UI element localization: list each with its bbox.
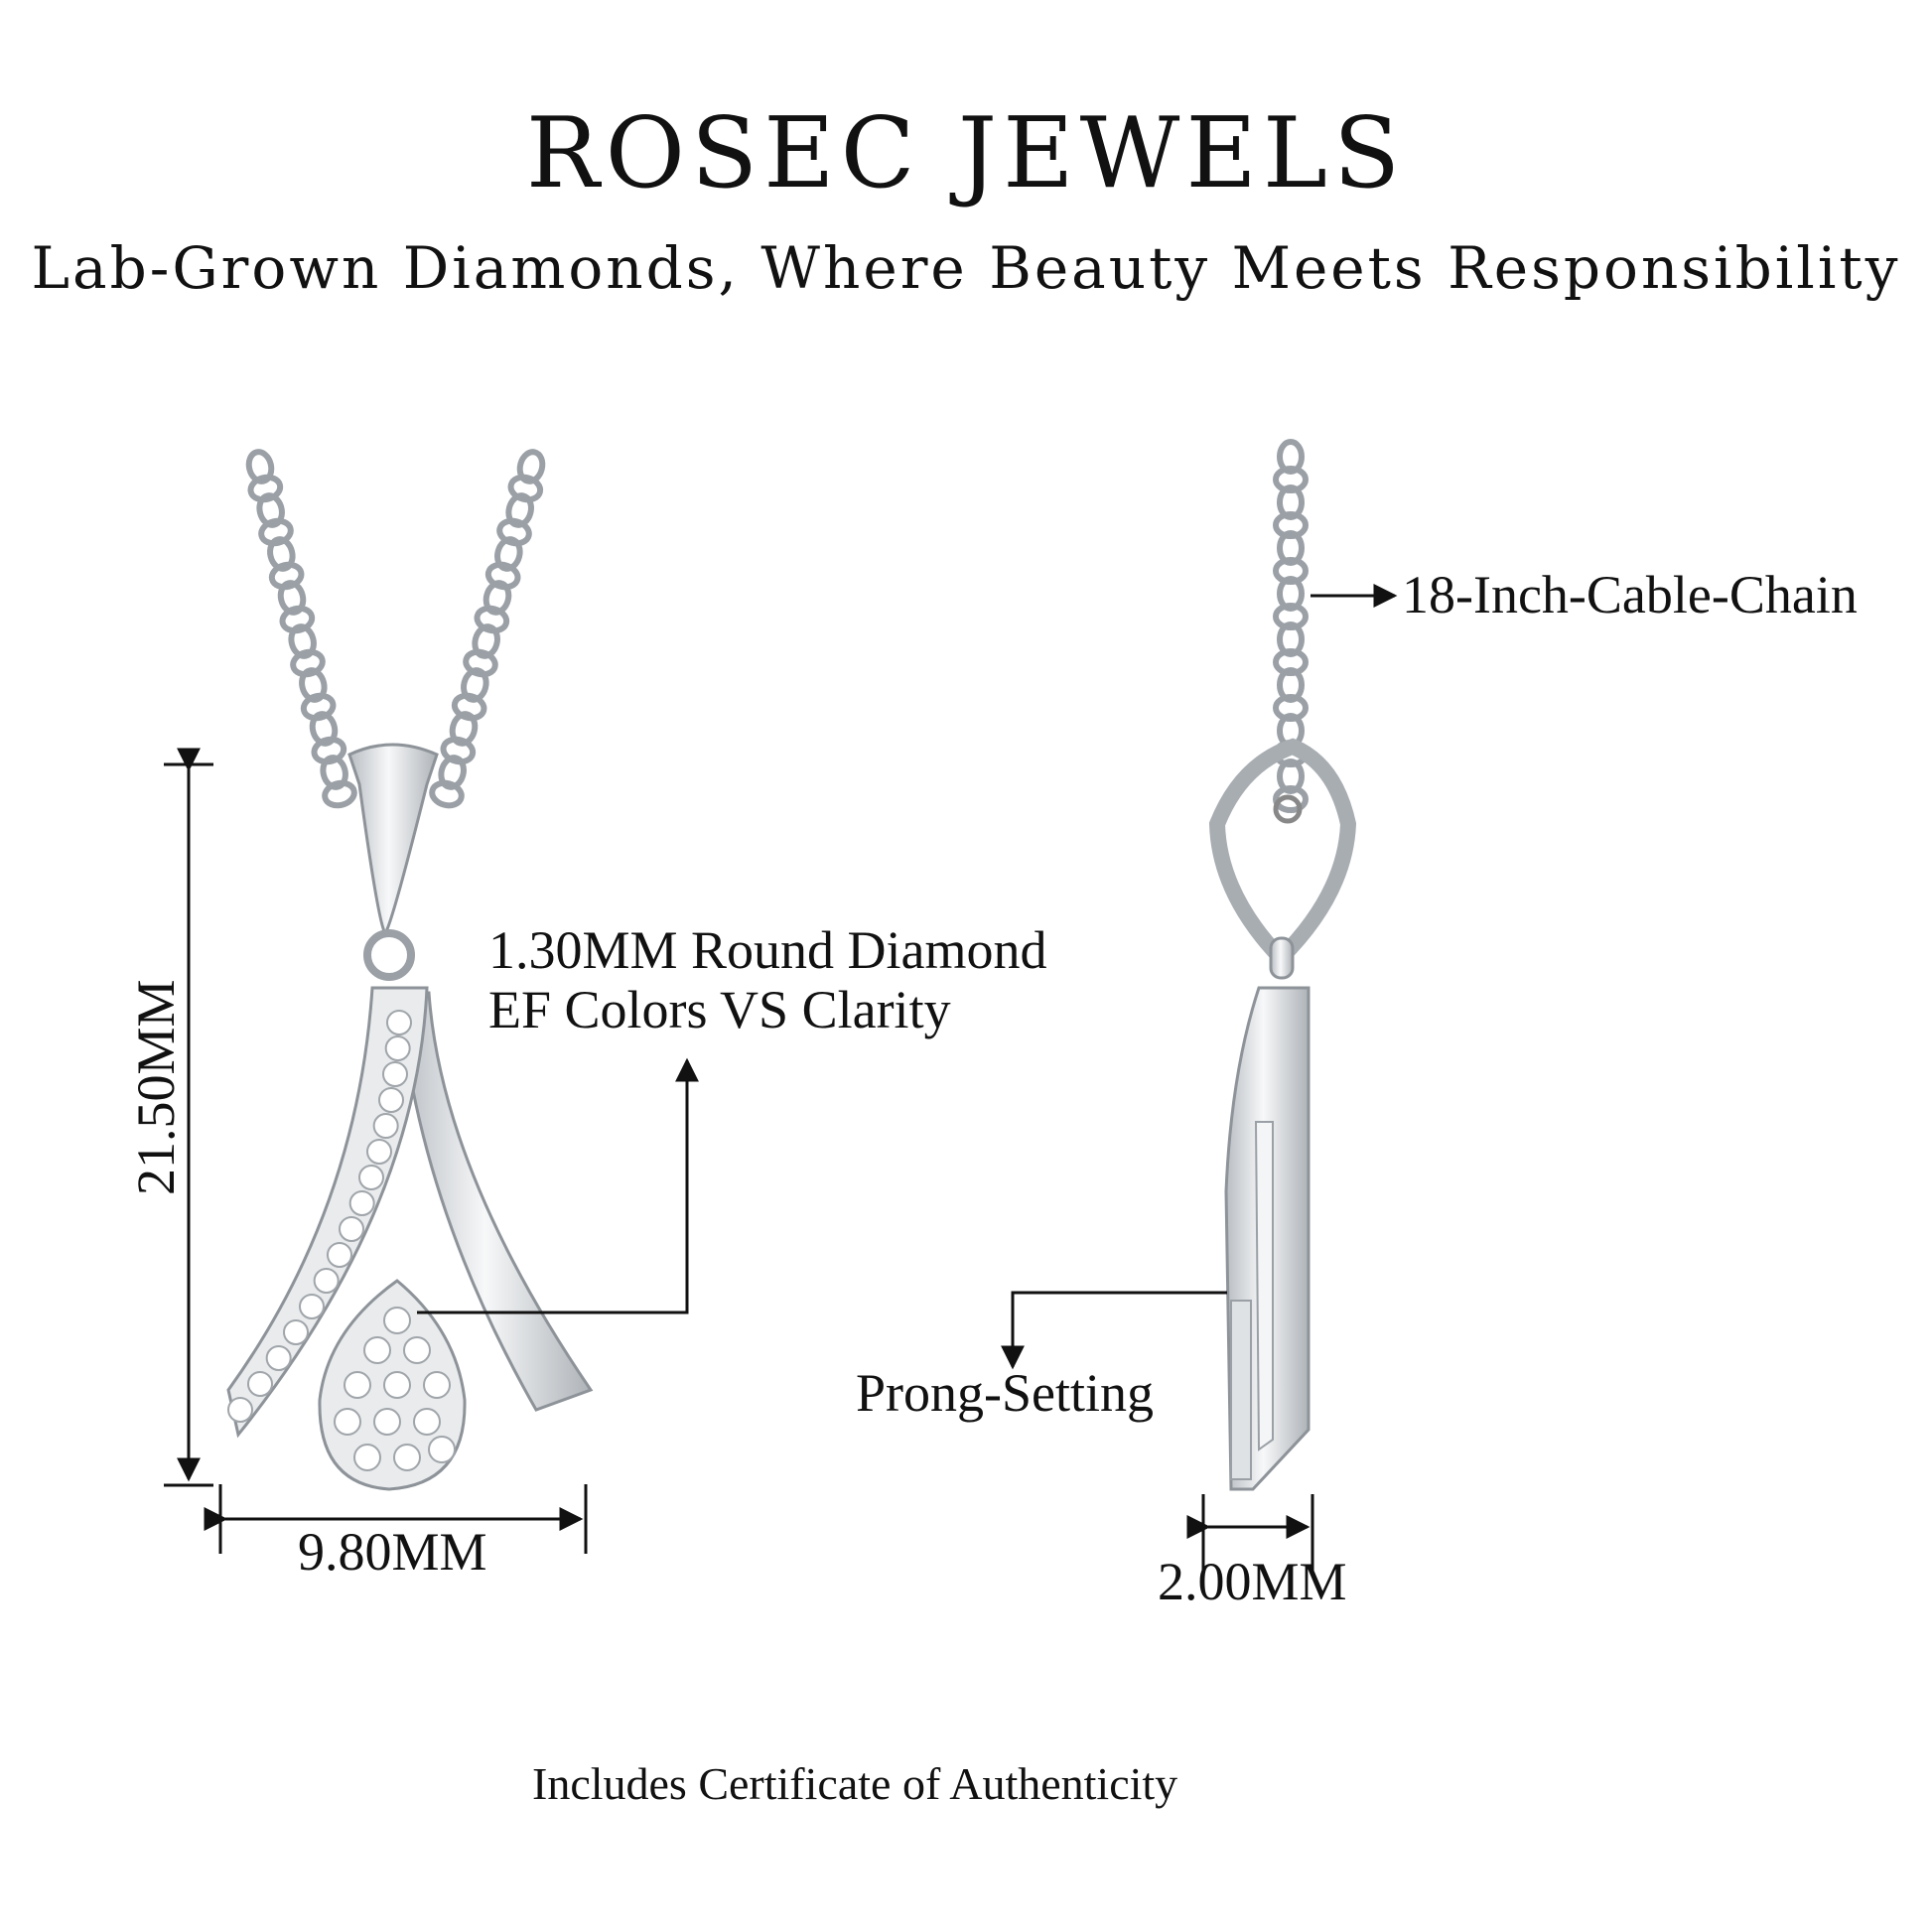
chain-link <box>461 667 489 703</box>
front-chain-left <box>245 449 357 809</box>
thickness-label: 2.00MM <box>1158 1552 1347 1611</box>
diamond-stone <box>383 1371 411 1399</box>
diamond-stone <box>348 1190 375 1216</box>
brand-title: ROSEC JEWELS <box>525 97 1407 210</box>
chain-label: 18-Inch-Cable-Chain <box>1402 565 1858 624</box>
chain-link <box>245 449 275 484</box>
chain-link <box>268 561 305 591</box>
chain-link <box>311 736 347 765</box>
diamond-stone <box>247 1371 273 1397</box>
front-bail <box>347 743 439 981</box>
chain-link <box>484 561 521 591</box>
chain-link <box>309 711 339 747</box>
diamond-stone <box>339 1216 364 1242</box>
diamond-stone <box>353 1444 381 1471</box>
brand-tagline: Lab-Grown Diamonds, Where Beauty Meets R… <box>31 234 1901 302</box>
chain-link <box>322 779 357 809</box>
side-bail <box>1208 738 1357 980</box>
chain-link <box>507 474 544 503</box>
thickness-dimension <box>1186 1494 1314 1574</box>
diamond-stone <box>283 1319 309 1345</box>
chain-link <box>277 580 307 616</box>
setting-label: Prong-Setting <box>856 1363 1155 1423</box>
width-label: 9.80MM <box>298 1522 487 1582</box>
diamond-stone <box>366 1139 392 1165</box>
diamond-stone <box>327 1242 352 1268</box>
chain-link <box>472 623 500 659</box>
chain-link <box>496 517 532 547</box>
diamond-stone <box>428 1436 456 1463</box>
stone-quality-label: EF Colors VS Clarity <box>488 980 951 1039</box>
front-chain-right <box>429 449 546 809</box>
chain-link <box>288 623 317 659</box>
front-pave-stones <box>227 1010 412 1423</box>
chain-link <box>483 580 512 616</box>
chain-link <box>279 605 316 634</box>
diamond-stone <box>423 1371 451 1399</box>
chain-link <box>474 605 510 634</box>
diamond-stone <box>384 1035 411 1061</box>
chain-link <box>1273 785 1309 813</box>
chain-link <box>505 492 534 528</box>
stone-size-label: 1.30MM Round Diamond <box>488 920 1047 980</box>
diamond-stone <box>378 1087 404 1113</box>
diamond-stone <box>299 1294 325 1319</box>
diamond-stone <box>373 1408 401 1436</box>
diamond-stone <box>382 1061 408 1087</box>
chain-link <box>463 648 498 678</box>
stone-callout-leader <box>417 1057 699 1314</box>
chain-link <box>451 692 487 722</box>
diamond-stone <box>334 1408 361 1436</box>
diamond-stone <box>227 1397 253 1423</box>
diamond-stone <box>413 1408 441 1436</box>
chain-link <box>290 648 326 678</box>
certificate-note: Includes Certificate of Authenticity <box>532 1758 1178 1809</box>
diamond-stone <box>363 1336 391 1364</box>
chain-link <box>300 692 337 722</box>
diamond-stone <box>386 1010 412 1035</box>
chain-link <box>440 736 477 765</box>
chain-link <box>494 536 523 572</box>
chain-link <box>247 474 284 503</box>
side-body <box>1224 986 1311 1491</box>
chain-link <box>516 449 546 484</box>
diamond-stone <box>313 1268 340 1294</box>
front-pave-leg <box>226 986 429 1439</box>
width-dimension <box>204 1484 588 1554</box>
height-label: 21.50MM <box>126 979 186 1195</box>
front-pear-stones <box>334 1307 456 1471</box>
chain-link <box>320 755 348 790</box>
diamond-stone <box>358 1165 384 1190</box>
chain-link <box>429 779 465 809</box>
chain-link <box>267 536 296 572</box>
height-dimension <box>164 748 213 1487</box>
chain-link <box>438 755 467 790</box>
diamond-stone <box>403 1336 431 1364</box>
setting-callout-leader <box>1001 1291 1227 1370</box>
chain-link <box>258 517 294 547</box>
diamond-stone <box>393 1444 421 1471</box>
chain-link <box>256 492 285 528</box>
diamond-stone <box>383 1307 411 1334</box>
chain-link <box>449 711 479 747</box>
chain-link <box>299 667 328 703</box>
diamond-stone <box>344 1371 371 1399</box>
diamond-stone <box>265 1345 292 1371</box>
front-plain-leg <box>397 991 594 1412</box>
diamond-stone <box>372 1113 399 1139</box>
